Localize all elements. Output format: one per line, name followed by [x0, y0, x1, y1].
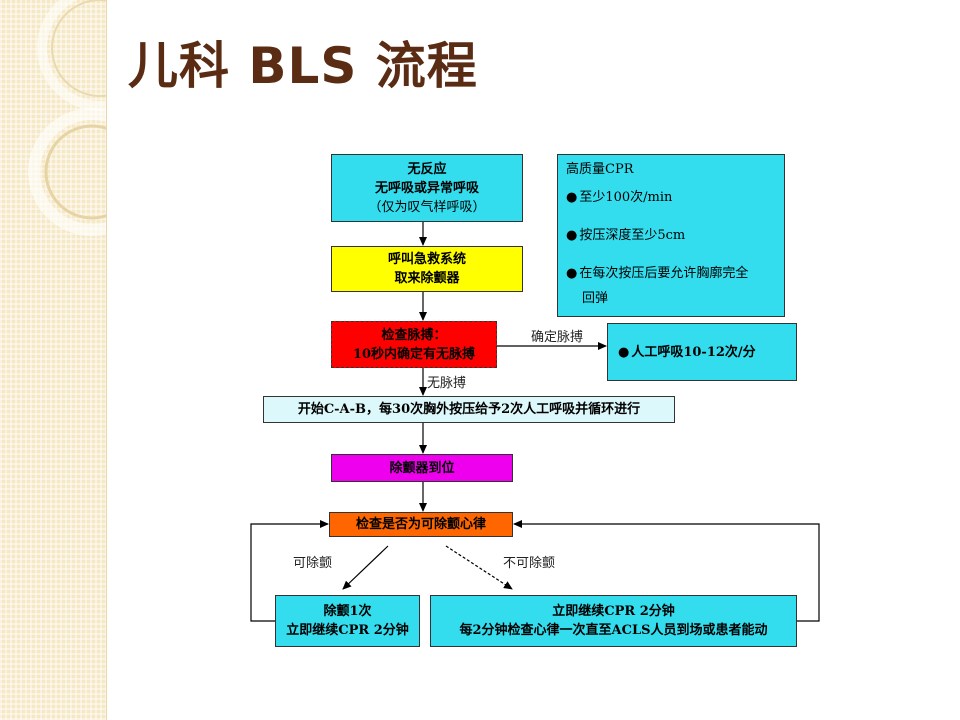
label-non-shockable: 不可除颤 [503, 556, 556, 571]
label-no-pulse: 无脉搏 [427, 376, 467, 391]
box-shock-line1: 除颤1次 [323, 604, 372, 619]
box-check-pulse: 检查脉搏： 10秒内确定有无脉搏 [331, 321, 497, 368]
hq-item-depth: ● 按压深度至少5cm [566, 226, 685, 245]
hq-item-recoil: ● 在每次按压后要允许胸廓完全 [566, 264, 748, 283]
box-unresponsive-line3: （仅为叹气样呼吸） [368, 199, 486, 215]
arrow-to-no-shock [445, 545, 513, 590]
decorative-side-panel [0, 0, 107, 720]
box-unresponsive: 无反应 无呼吸或异常呼吸 （仅为叹气样呼吸） [331, 154, 523, 222]
box-check-rhythm-text: 检查是否为可除颤心律 [355, 517, 486, 532]
decorative-rings [28, 0, 106, 236]
box-shock-line2: 立即继续CPR 2分钟 [286, 623, 409, 638]
bullet-icon: ● [566, 228, 578, 243]
box-shock: 除颤1次 立即继续CPR 2分钟 [275, 595, 420, 647]
box-no-shock-line1: 立即继续CPR 2分钟 [552, 604, 675, 619]
bullet-icon: ● [566, 266, 578, 281]
loop-left [250, 520, 329, 622]
box-rescue-breathing-text: 人工呼吸10-12次/分 [631, 344, 756, 360]
hq-item-depth-text: 按压深度至少5cm [579, 228, 686, 243]
box-start-cab-text: 开始C-A-B，每30次胸外按压给予2次人工呼吸并循环进行 [297, 402, 641, 417]
box-unresponsive-line1: 无反应 [407, 161, 447, 177]
label-pulse-found: 确定脉搏 [531, 330, 584, 345]
bullet-icon: ● [566, 190, 578, 205]
hq-item-recoil-cont: 回弹 [582, 291, 609, 306]
box-defib-arrives-text: 除颤器到位 [389, 460, 455, 476]
box-defib-arrives: 除颤器到位 [331, 454, 513, 482]
box-no-shock-line2: 每2分钟检查心律一次直至ACLS人员到场或患者能动 [459, 623, 768, 638]
box-check-pulse-line2: 10秒内确定有无脉搏 [352, 346, 476, 362]
box-high-quality-cpr: 高质量CPR ● 至少100次/min ● 按压深度至少5cm ● 在每次按压后… [557, 154, 785, 317]
label-shockable: 可除颤 [293, 556, 333, 571]
box-check-pulse-line1: 检查脉搏： [381, 327, 447, 343]
box-rescue-breathing: ● 人工呼吸10-12次/分 [607, 323, 797, 381]
hq-item-rate: ● 至少100次/min [566, 188, 672, 207]
arrow-to-shock [342, 545, 389, 590]
box-call-help: 呼叫急救系统 取来除颤器 [331, 246, 523, 292]
hq-item-rate-text: 至少100次/min [579, 190, 673, 205]
hq-item-recoil-text: 在每次按压后要允许胸廓完全 [579, 266, 749, 281]
loop-right [513, 520, 820, 622]
bullet-icon: ● [618, 344, 630, 360]
box-start-cab: 开始C-A-B，每30次胸外按压给予2次人工呼吸并循环进行 [263, 396, 675, 423]
box-call-help-line1: 呼叫急救系统 [387, 252, 466, 267]
box-check-rhythm: 检查是否为可除颤心律 [329, 512, 513, 537]
box-no-shock: 立即继续CPR 2分钟 每2分钟检查心律一次直至ACLS人员到场或患者能动 [430, 595, 797, 647]
box-high-quality-heading: 高质量CPR [566, 162, 634, 177]
box-call-help-line2: 取来除颤器 [394, 271, 460, 286]
page-title: 儿科 BLS 流程 [128, 37, 478, 95]
box-unresponsive-line2: 无呼吸或异常呼吸 [374, 180, 479, 196]
